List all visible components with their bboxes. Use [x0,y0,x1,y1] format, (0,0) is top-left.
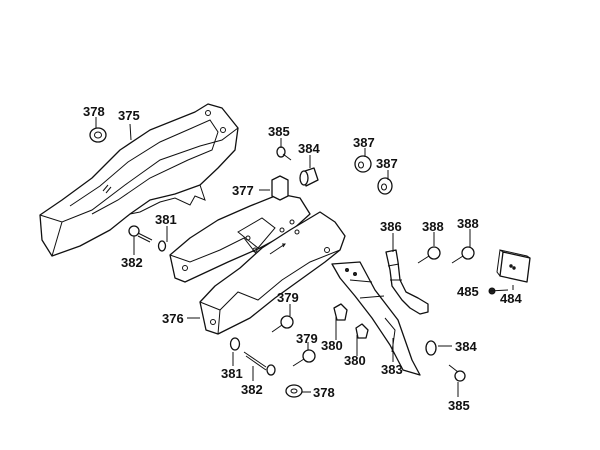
callout-382: 382 [241,382,263,397]
callout-386: 386 [380,219,402,234]
callout-382: 382 [121,255,143,270]
callout-labels: 378 375 385 384 387 387 377 381 382 386 … [83,104,522,413]
callout-381: 381 [221,366,243,381]
screw-382a [128,225,153,243]
callout-380: 380 [321,338,343,353]
grommet-378b [285,384,303,398]
bolt-379b [292,349,316,367]
bolt-385b [448,364,466,382]
callout-376: 376 [162,311,184,326]
callout-383: 383 [381,362,403,377]
leader-lines [95,117,514,397]
callout-385: 385 [448,398,470,413]
callout-375: 375 [118,108,140,123]
nut-380b [355,323,369,339]
callout-384: 384 [298,141,320,156]
bolt-379a [271,315,294,333]
callout-387: 387 [353,135,375,150]
upper-cover-part [39,103,239,257]
lower-cover-part [169,193,346,335]
callout-484: 484 [500,291,522,306]
clip-377 [271,175,289,201]
bolt-388b [451,246,475,264]
collar-384b [425,340,437,356]
callout-485: 485 [457,284,479,299]
bolt-388a [417,246,441,264]
callout-380: 380 [344,353,366,368]
screw-382b [243,351,276,376]
callout-378: 378 [83,104,105,119]
callout-378: 378 [313,385,335,400]
collar-384a [299,167,319,187]
callout-385: 385 [268,124,290,139]
callout-377: 377 [232,183,254,198]
callout-381: 381 [155,212,177,227]
reflector-part [496,249,531,283]
callout-379: 379 [296,331,318,346]
grommet-378a [89,127,107,143]
callout-384: 384 [455,339,477,354]
washer-381b [229,337,241,351]
damper-387a [354,155,372,173]
harness-band-part [385,249,429,315]
bolt-385a [276,146,292,161]
damper-387b [377,177,393,195]
callout-379: 379 [277,290,299,305]
washer-381a [157,240,167,252]
callout-388: 388 [457,216,479,231]
callout-387: 387 [376,156,398,171]
callout-388: 388 [422,219,444,234]
